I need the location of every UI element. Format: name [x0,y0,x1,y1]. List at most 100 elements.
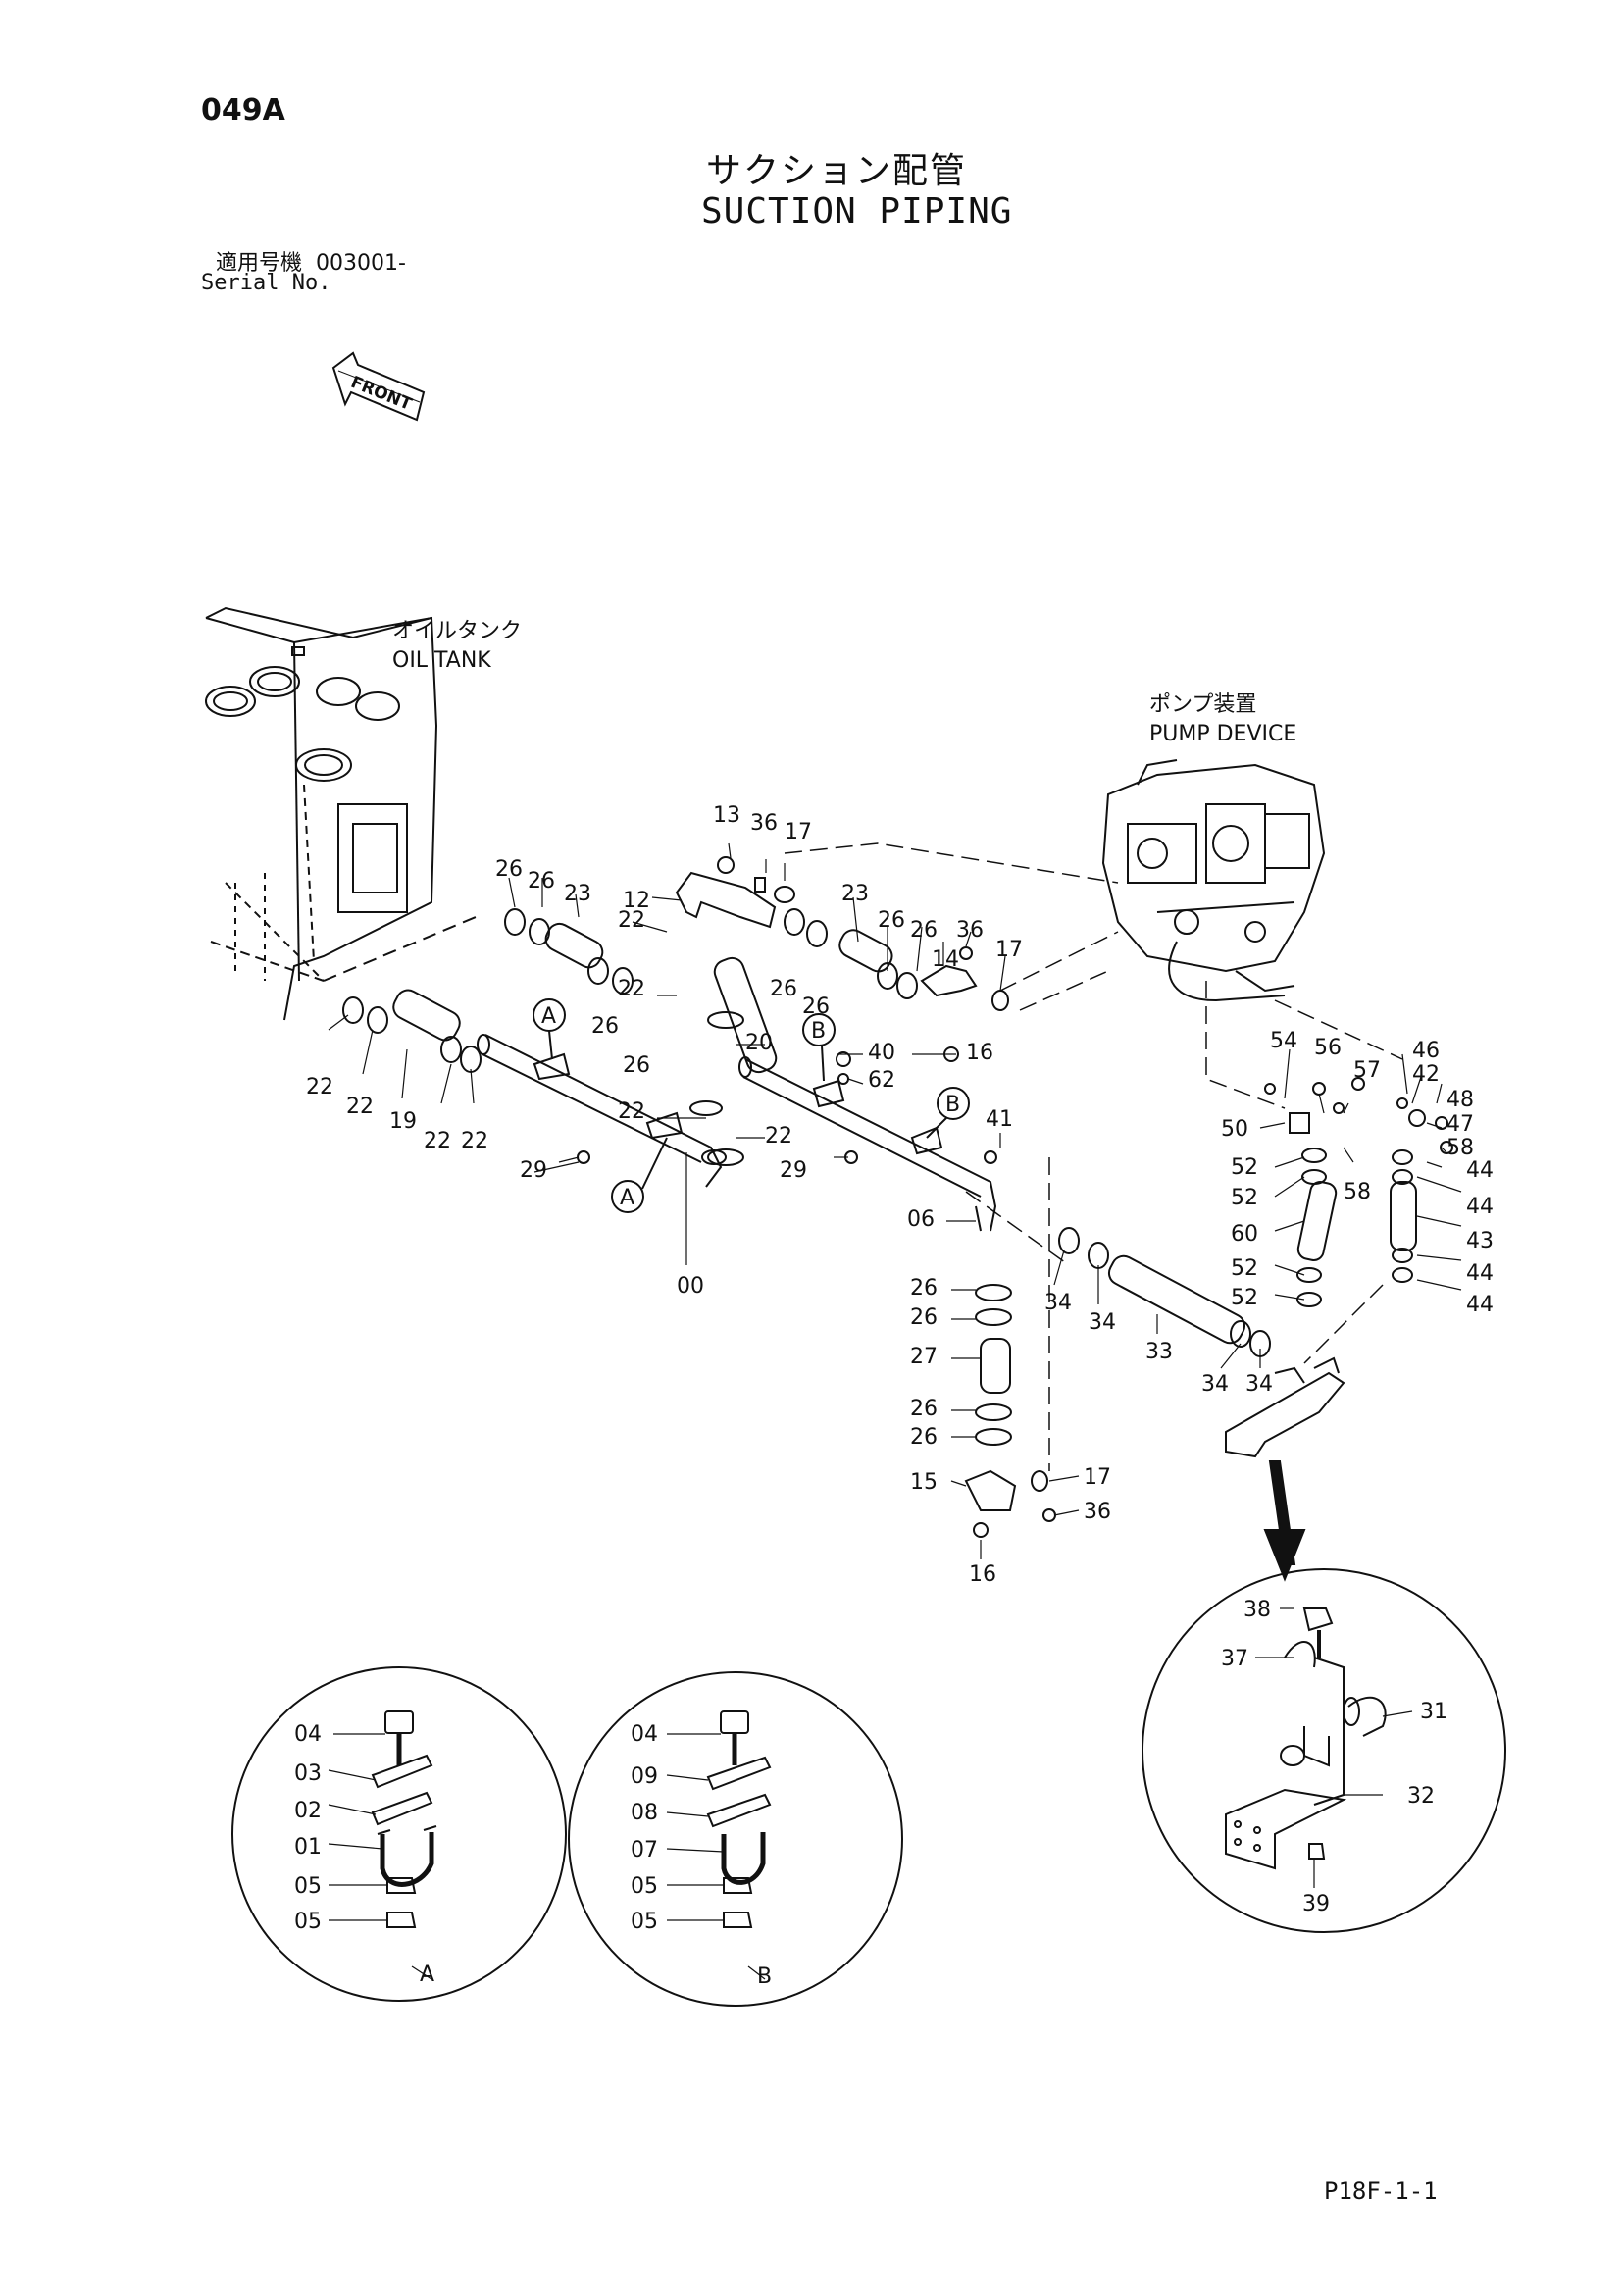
title-japanese: サクション配管 [706,151,968,191]
pn-14: 14 [932,947,959,972]
pn-57: 57 [1353,1058,1381,1083]
detail-circle-manifold [1142,1568,1506,1933]
pn-26-h: 26 [623,1053,650,1078]
oil-tank-label-jp: オイルタンク [392,619,522,643]
pn-34-c: 34 [1201,1372,1229,1397]
pn-29-a: 29 [520,1158,547,1183]
db-09: 09 [631,1764,658,1789]
pn-22-f: 22 [346,1095,374,1119]
elbow-15 [964,1469,1017,1511]
elbow-12 [675,871,777,929]
svg-text:B: B [945,1093,960,1117]
dm-38: 38 [1243,1598,1271,1622]
elbow-14 [920,964,978,997]
pn-34-a: 34 [1044,1291,1072,1315]
detail-manifold-labels: 38 37 31 32 39 [1221,1598,1447,1916]
da-01: 01 [294,1835,322,1860]
callout-b-1: B [802,1013,836,1082]
oil-tank-drawing [205,606,477,1021]
pn-44-c: 44 [1466,1261,1494,1286]
pn-29-b: 29 [780,1158,807,1183]
db-05-b: 05 [631,1910,658,1934]
pn-34-d: 34 [1245,1372,1273,1397]
svg-text:B: B [811,1019,826,1044]
pn-52-d: 52 [1231,1286,1258,1310]
pn-36-a: 36 [750,811,778,836]
small-fittings [577,856,1453,1538]
pn-26-k: 26 [910,1397,938,1421]
pn-36-c: 36 [1084,1500,1111,1524]
pn-50: 50 [1221,1117,1248,1142]
pn-40: 40 [868,1041,895,1065]
pn-34-b: 34 [1089,1310,1116,1335]
dm-39: 39 [1302,1892,1330,1916]
pn-42: 42 [1412,1062,1440,1087]
oil-tank-label-en: OIL TANK [392,648,491,673]
page-code: 049A [201,93,285,128]
pn-58-b: 58 [1446,1136,1474,1160]
pn-22-d: 22 [765,1124,792,1148]
pn-44-d: 44 [1466,1293,1494,1317]
callout-a-2: A [611,1137,668,1213]
pn-58-a: 58 [1344,1180,1371,1204]
da-03: 03 [294,1761,322,1786]
pn-22-h: 22 [461,1129,488,1153]
pn-52-c: 52 [1231,1256,1258,1281]
pn-16-b: 16 [969,1562,996,1587]
detail-a-label: A [420,1963,434,1987]
pn-15: 15 [910,1470,938,1495]
pn-46: 46 [1412,1039,1440,1063]
pn-26-a: 26 [495,857,523,882]
svg-text:A: A [620,1186,634,1210]
pipe-06 [738,1056,997,1232]
da-04: 04 [294,1722,322,1747]
pn-44-a: 44 [1466,1158,1494,1183]
leader-lines [328,842,1462,1559]
pn-54: 54 [1270,1029,1297,1053]
pn-12: 12 [623,889,650,913]
callout-a-1: A [533,998,566,1060]
pn-26-l: 26 [910,1425,938,1450]
manifold-block [1225,1356,1345,1458]
callout-b-2: B [926,1087,970,1139]
pn-26-i: 26 [910,1276,938,1301]
pn-17-b: 17 [995,938,1023,962]
pn-33: 33 [1145,1340,1173,1364]
pn-17-a: 17 [785,820,812,844]
pn-48: 48 [1446,1088,1474,1112]
pn-22-g: 22 [424,1129,451,1153]
pn-44-b: 44 [1466,1195,1494,1219]
serial-label-english: Serial No. [201,271,331,295]
page-id: P18F-1-1 [1324,2177,1438,2205]
serial-value: 003001- [316,251,406,276]
pn-00: 00 [677,1274,704,1299]
db-05-a: 05 [631,1874,658,1899]
pump-device-drawing [1101,759,1326,1002]
pn-17-c: 17 [1084,1465,1111,1490]
pn-26-e: 26 [770,977,797,1001]
pump-label-jp: ポンプ装置 [1149,692,1256,717]
pn-56: 56 [1314,1036,1342,1060]
da-05-b: 05 [294,1910,322,1934]
front-arrow-icon: FRONT [331,351,426,422]
detail-b-labels: 04 09 08 07 05 05 B [631,1722,772,1989]
db-08: 08 [631,1801,658,1825]
da-02: 02 [294,1799,322,1823]
pn-52-b: 52 [1231,1186,1258,1210]
pump-label-en: PUMP DEVICE [1149,722,1296,746]
pn-22-c: 22 [618,1099,645,1124]
pn-16-a: 16 [966,1041,993,1065]
pn-26-d: 26 [910,918,938,943]
detail-b-label: B [757,1964,772,1989]
pn-06: 06 [907,1207,935,1232]
hose-group [392,922,1417,1394]
db-04: 04 [631,1722,658,1747]
pn-27: 27 [910,1345,938,1369]
detail-circle-b [568,1671,903,2007]
svg-text:A: A [541,1004,556,1029]
title-english: SUCTION PIPING [701,191,1013,231]
serial-label-japanese: 適用号機 003001- [216,245,406,277]
pn-26-c: 26 [878,908,905,933]
pn-20: 20 [745,1031,773,1055]
